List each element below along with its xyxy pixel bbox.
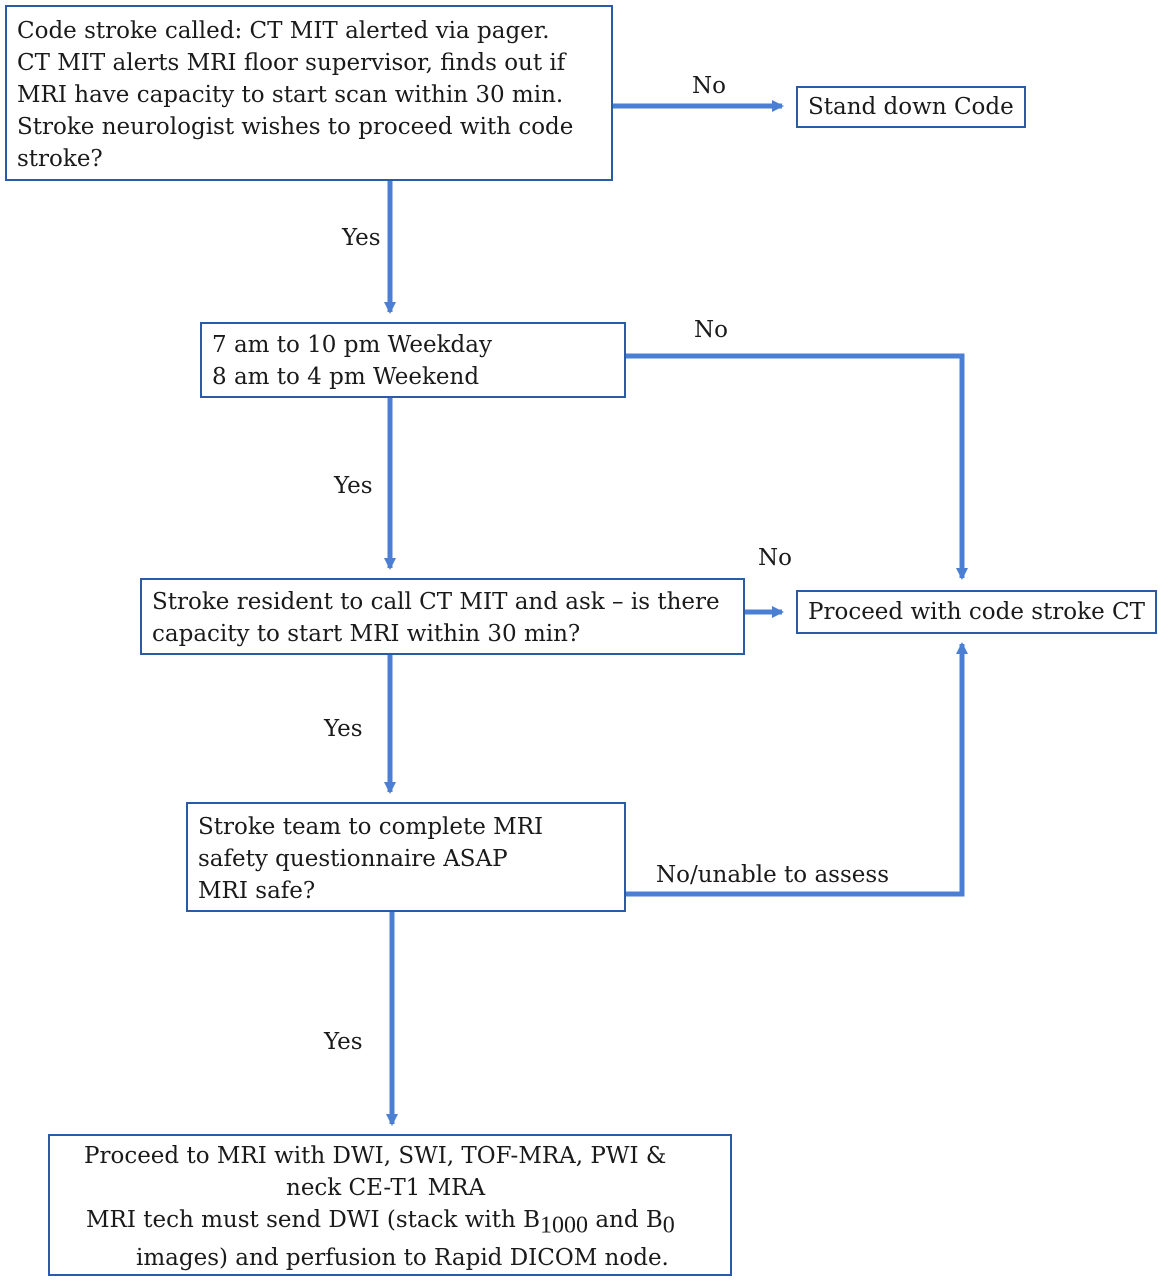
subscript-1000: 1000 (540, 1212, 589, 1239)
node-proceed-to-mri: Proceed to MRI with DWI, SWI, TOF-MRA, P… (48, 1134, 732, 1276)
node-text-line: safety questionnaire ASAP (198, 846, 508, 872)
node-text-line: Stroke resident to call CT MIT and ask –… (152, 589, 720, 615)
arrow-safety-no (625, 642, 968, 897)
node-stroke-resident: Stroke resident to call CT MIT and ask –… (140, 578, 745, 655)
node-stand-down-code: Stand down Code (796, 86, 1026, 128)
node-text-line: Stroke neurologist wishes to proceed wit… (17, 114, 574, 140)
node-text-segment: MRI tech must send DWI (stack with B (86, 1207, 541, 1233)
edge-label-safety-yes: Yes (324, 1029, 363, 1055)
node-text-line: Stand down Code (808, 94, 1014, 120)
node-text-line: capacity to start MRI within 30 min? (152, 621, 581, 647)
edge-label-start-no: No (692, 73, 726, 99)
edge-label-resident-no: No (758, 545, 792, 571)
node-text-line: Proceed to MRI with DWI, SWI, TOF-MRA, P… (84, 1143, 667, 1169)
edge-label-hours-yes: Yes (334, 473, 373, 499)
node-code-stroke-called: Code stroke called: CT MIT alerted via p… (5, 5, 613, 181)
node-text-line: Code stroke called: CT MIT alerted via p… (17, 18, 550, 44)
node-text-line: stroke? (17, 146, 103, 172)
edge-label-resident-yes: Yes (324, 716, 363, 742)
node-text-line: CT MIT alerts MRI floor supervisor, find… (17, 50, 566, 76)
node-text-line: MRI have capacity to start scan within 3… (17, 82, 564, 108)
node-hours: 7 am to 10 pm Weekday 8 am to 4 pm Weeke… (200, 322, 626, 398)
edge-label-safety-no: No/unable to assess (656, 862, 889, 888)
edge-label-start-yes: Yes (342, 225, 381, 251)
node-text-line: neck CE-T1 MRA (286, 1175, 486, 1201)
node-proceed-code-stroke-ct: Proceed with code stroke CT (796, 590, 1157, 634)
subscript-0: 0 (662, 1212, 675, 1239)
node-text-line: 8 am to 4 pm Weekend (212, 364, 480, 390)
node-text-line: Stroke team to complete MRI (198, 814, 544, 840)
node-text-line: 7 am to 10 pm Weekday (212, 332, 492, 358)
node-text-line: MRI safe? (198, 878, 316, 904)
node-text-line: Proceed with code stroke CT (808, 599, 1145, 625)
node-mri-safety: Stroke team to complete MRI safety quest… (186, 802, 626, 912)
arrow-hours-no (625, 353, 968, 580)
edge-label-hours-no: No (694, 317, 728, 343)
node-text-segment: and B (588, 1207, 663, 1233)
node-text-line-with-subscripts: MRI tech must send DWI (stack with B1000… (60, 1204, 720, 1242)
node-text-line: images) and perfusion to Rapid DICOM nod… (136, 1244, 669, 1271)
